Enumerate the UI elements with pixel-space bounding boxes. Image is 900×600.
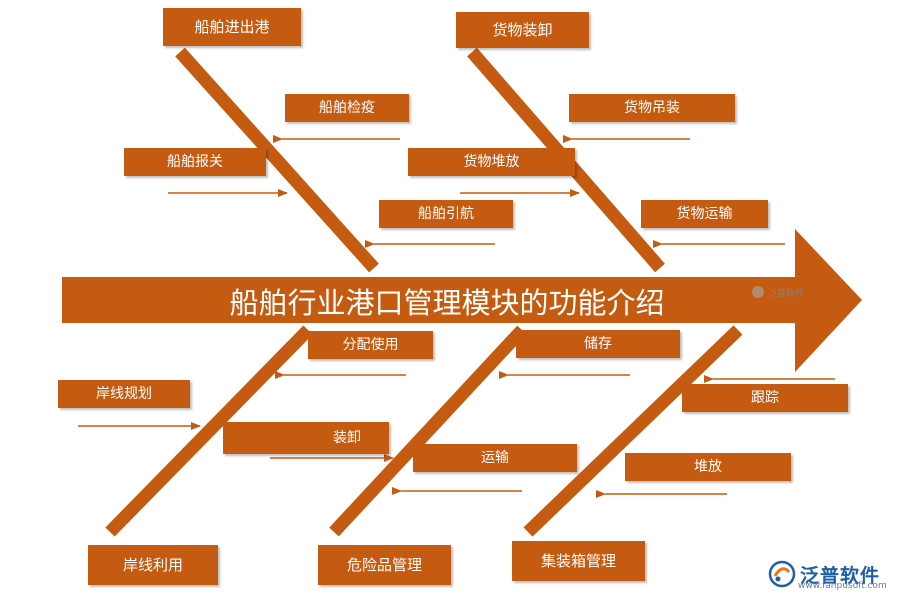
diagram-title: 船舶行业港口管理模块的功能介绍	[229, 286, 665, 320]
bone-top-1	[175, 47, 379, 273]
item-huowu-diaozhuang: 货物吊装	[569, 94, 735, 122]
watermark-logo-icon	[752, 286, 764, 298]
item-genzong: 跟踪	[682, 384, 848, 412]
fanpu-logo-icon	[768, 560, 796, 588]
item-chuanbo-baoguan: 船舶报关	[124, 148, 266, 176]
bone-bottom-1	[105, 325, 313, 537]
spine-arrow	[62, 229, 862, 372]
logo-name: 泛普软件	[800, 564, 881, 587]
category-chuanbo-jinchugang: 船舶进出港	[163, 8, 301, 46]
category-anxian-liyong: 岸线利用	[88, 545, 218, 585]
category-jizhuangxiang-guanli: 集装箱管理	[512, 541, 645, 581]
item-fenpei-shiyong: 分配使用	[308, 331, 433, 359]
item-chucun: 储存	[516, 330, 680, 358]
watermark-text: 泛普软件	[768, 288, 805, 299]
item-huowu-duifang: 货物堆放	[408, 148, 575, 176]
bone-bottom-3	[523, 325, 743, 537]
category-huowu-zhuangxie: 货物装卸	[456, 12, 589, 48]
category-weixianpin-guanli: 危险品管理	[318, 545, 451, 585]
item-chuanbo-jianyi: 船舶检疫	[285, 94, 409, 122]
item-yunshu: 运输	[413, 444, 577, 472]
watermark-small: 泛普软件	[752, 284, 832, 300]
logo-url: www.fanpusoft.com	[798, 581, 887, 591]
bone-bottom-2	[329, 325, 527, 537]
item-chuanbo-yinhang: 船舶引航	[379, 200, 513, 228]
item-huowu-yunshu: 货物运输	[641, 200, 768, 228]
item-zhuangxie: 装卸	[223, 422, 389, 454]
item-duifang: 堆放	[625, 453, 791, 481]
item-anxian-guihua: 岸线规划	[58, 380, 190, 408]
brand-logo: 泛普软件	[768, 552, 896, 596]
